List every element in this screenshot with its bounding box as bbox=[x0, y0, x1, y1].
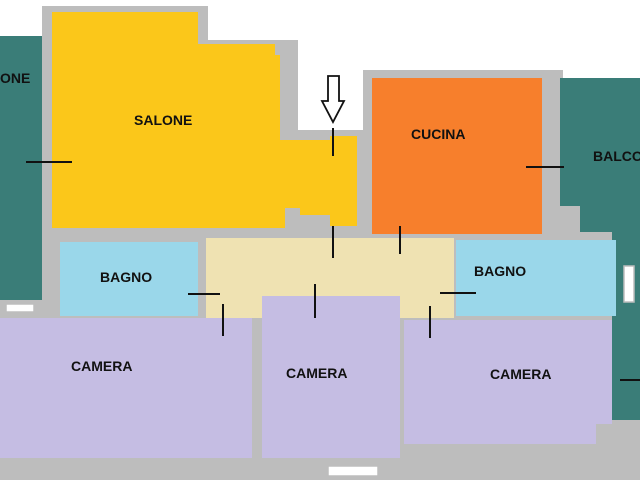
room-bagno-left bbox=[60, 242, 198, 316]
label-camera-right: CAMERA bbox=[490, 366, 551, 382]
label-bagno-right: BAGNO bbox=[474, 263, 526, 279]
window-right bbox=[623, 265, 635, 303]
room-camera-right bbox=[404, 320, 612, 444]
label-salone: SALONE bbox=[134, 112, 192, 128]
window-bottom bbox=[327, 465, 379, 477]
label-bagno-left: BAGNO bbox=[100, 269, 152, 285]
down-arrow-icon bbox=[320, 75, 346, 124]
label-cucina: CUCINA bbox=[411, 126, 465, 142]
room-balcone-right bbox=[560, 78, 640, 420]
room-camera-center bbox=[262, 296, 400, 458]
room-cucina bbox=[372, 78, 542, 234]
room-camera-left bbox=[0, 318, 252, 458]
label-camera-center: CAMERA bbox=[286, 365, 347, 381]
room-salone bbox=[52, 12, 357, 228]
room-balcone-left bbox=[0, 36, 42, 300]
door-marks bbox=[26, 128, 640, 381]
window-left bbox=[5, 303, 35, 313]
label-camera-left: CAMERA bbox=[71, 358, 132, 374]
label-balcone-right: BALCO bbox=[593, 148, 640, 164]
label-balcone-left: ONE bbox=[0, 70, 30, 86]
room-bagno-right bbox=[456, 240, 616, 316]
